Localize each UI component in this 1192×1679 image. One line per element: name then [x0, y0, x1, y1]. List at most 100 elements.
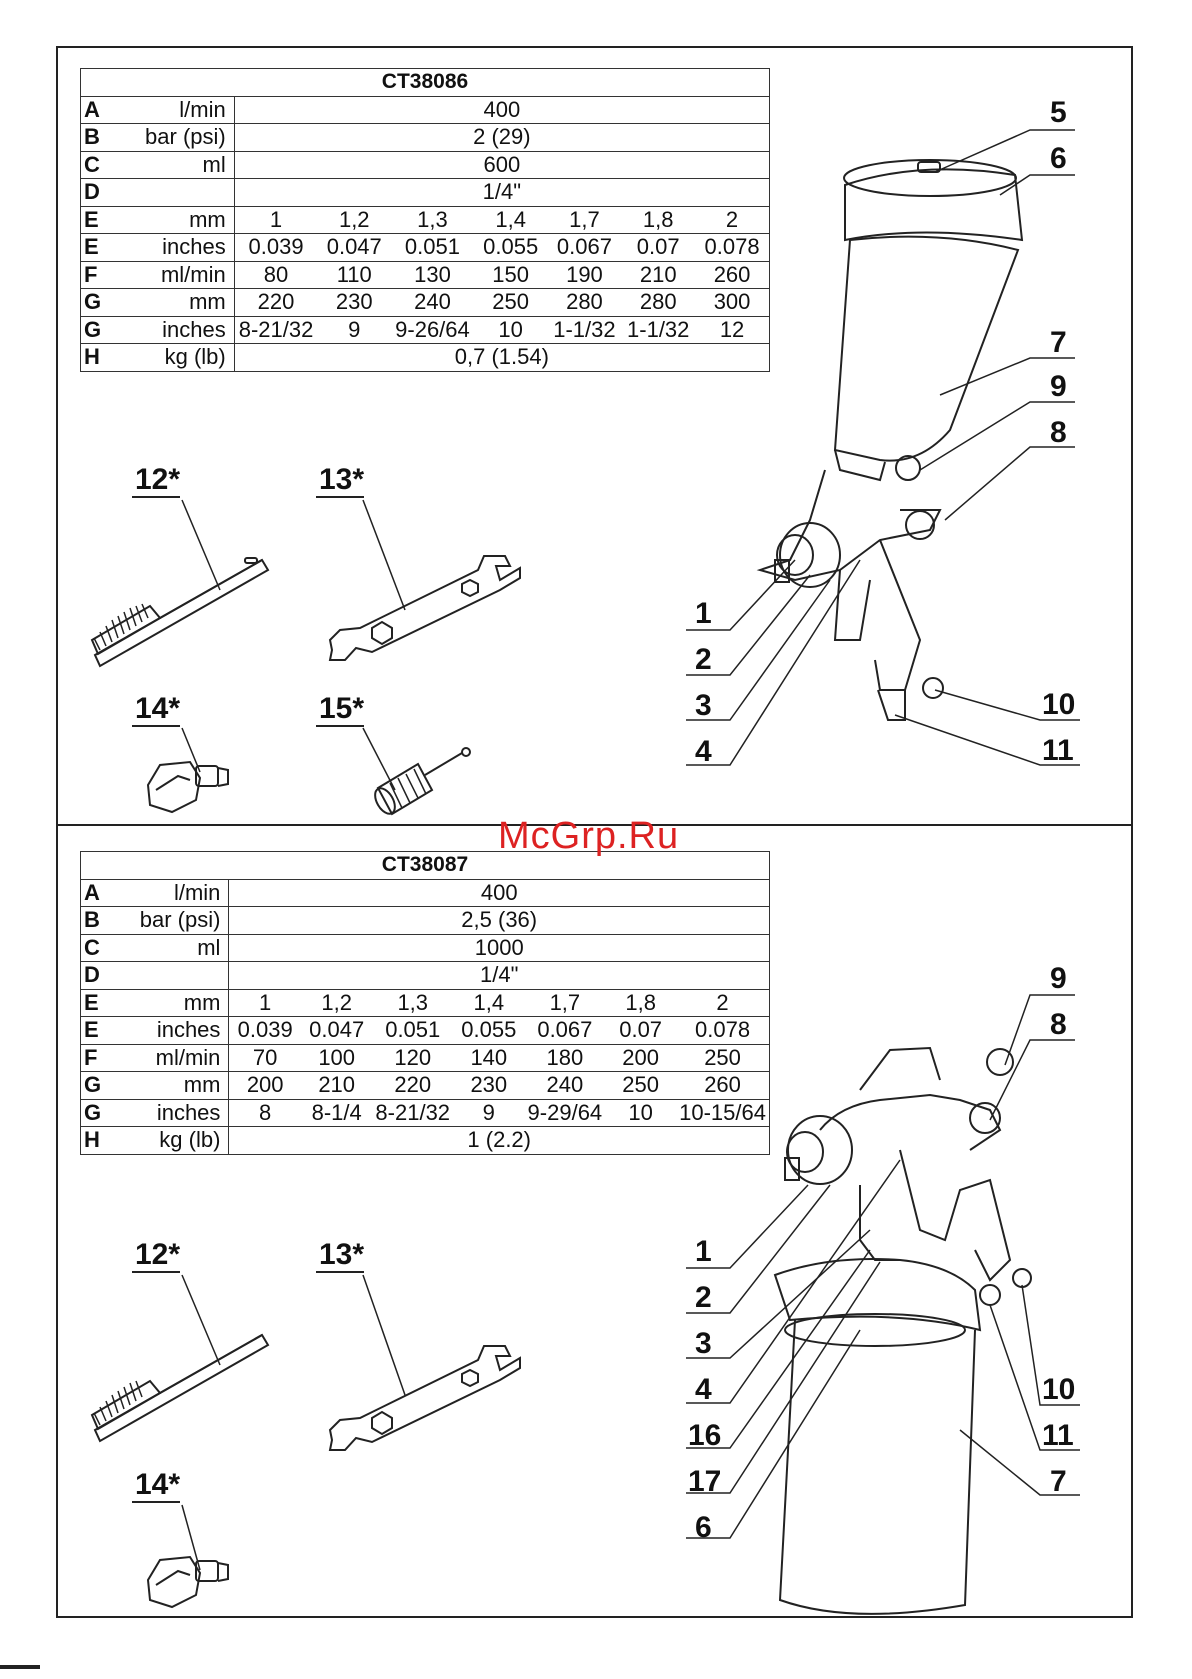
row-unit: mm [110, 1071, 230, 1100]
row-letter: D [79, 178, 112, 207]
row-unit: inches [111, 233, 235, 262]
row-unit: kg (lb) [111, 343, 235, 372]
row-cell: 0.078 [676, 1016, 771, 1045]
callout-6: 6 [695, 1511, 712, 1544]
callout-7: 7 [1050, 326, 1067, 359]
label-underline [132, 725, 180, 727]
callout-6: 6 [1050, 142, 1067, 175]
row-cell: 280 [621, 288, 696, 317]
section-divider [56, 824, 1133, 826]
footer-mark [0, 1665, 40, 1669]
row-cell: 1,7 [547, 205, 622, 234]
row-letter: H [79, 1126, 111, 1155]
row-cell: 100 [300, 1043, 373, 1072]
callout-11: 11 [1042, 1419, 1074, 1452]
row-cell: 240 [524, 1071, 606, 1100]
row-cell: 0.07 [605, 1016, 677, 1045]
row-unit: mm [110, 988, 230, 1017]
wrench-icon [328, 1345, 521, 1451]
row-letter: F [79, 260, 112, 289]
row-letter: H [79, 343, 112, 372]
label-underline [316, 496, 364, 498]
row-cell: 9-26/64 [391, 315, 474, 344]
page-frame [56, 46, 1133, 1618]
row-cell: 0.067 [547, 233, 622, 262]
row-cell: 150 [473, 260, 548, 289]
row-cell: 120 [372, 1043, 454, 1072]
row-cell: 8 [228, 1098, 301, 1127]
row-cell: 240 [391, 288, 474, 317]
callout-4: 4 [695, 1373, 712, 1406]
row-value: 1 (2.2) [228, 1126, 770, 1155]
row-cell: 0.051 [391, 233, 474, 262]
row-cell: 250 [473, 288, 548, 317]
label-underline [316, 1271, 364, 1273]
row-letter: G [79, 315, 112, 344]
row-cell: 0.039 [234, 233, 318, 262]
callout-4: 4 [695, 735, 712, 768]
row-letter: D [79, 961, 111, 990]
connector-icon [146, 1555, 229, 1609]
row-letter: G [79, 1098, 111, 1127]
brush-icon [90, 557, 270, 668]
row-letter: A [79, 95, 112, 124]
brush-icon [90, 1333, 270, 1443]
row-unit: inches [110, 1016, 230, 1045]
callout-11: 11 [1042, 734, 1074, 767]
row-value: 600 [233, 150, 771, 179]
row-cell: 1,2 [317, 205, 392, 234]
row-unit: inches [111, 315, 235, 344]
row-cell: 1,3 [391, 205, 474, 234]
row-letter: E [79, 988, 111, 1017]
row-unit: ml/min [110, 1043, 230, 1072]
callout-1: 1 [695, 597, 712, 630]
accessory-label-brush: 12* [135, 1238, 181, 1271]
row-cell: 0.039 [228, 1016, 301, 1045]
row-cell: 250 [676, 1043, 771, 1072]
accessory-label-brush: 12* [135, 463, 181, 496]
callout-8: 8 [1050, 1008, 1067, 1041]
row-unit [111, 178, 235, 207]
row-cell: 10-15/64 [676, 1098, 771, 1127]
row-cell: 0.067 [524, 1016, 606, 1045]
row-cell: 1,3 [372, 988, 454, 1017]
row-unit: bar (psi) [110, 906, 230, 935]
row-unit: ml [110, 933, 230, 962]
row-cell: 230 [453, 1071, 525, 1100]
row-letter: B [79, 906, 111, 935]
row-cell: 230 [317, 288, 392, 317]
row-letter: C [79, 150, 112, 179]
row-value: 1/4" [233, 178, 771, 207]
callout-2: 2 [695, 643, 712, 676]
row-cell: 9 [453, 1098, 525, 1127]
row-letter: E [79, 205, 112, 234]
callout-3: 3 [695, 689, 712, 722]
watermark: McGrp.Ru [498, 815, 680, 857]
row-unit: l/min [111, 95, 235, 124]
row-cell: 2 [676, 988, 771, 1017]
row-cell: 2 [695, 205, 771, 234]
row-cell: 110 [317, 260, 392, 289]
row-cell: 1,8 [605, 988, 677, 1017]
callout-7: 7 [1050, 1465, 1067, 1498]
row-letter: F [79, 1043, 111, 1072]
callout-2: 2 [695, 1281, 712, 1314]
callout-10: 10 [1042, 688, 1076, 721]
row-unit: mm [111, 288, 235, 317]
row-cell: 10 [605, 1098, 677, 1127]
